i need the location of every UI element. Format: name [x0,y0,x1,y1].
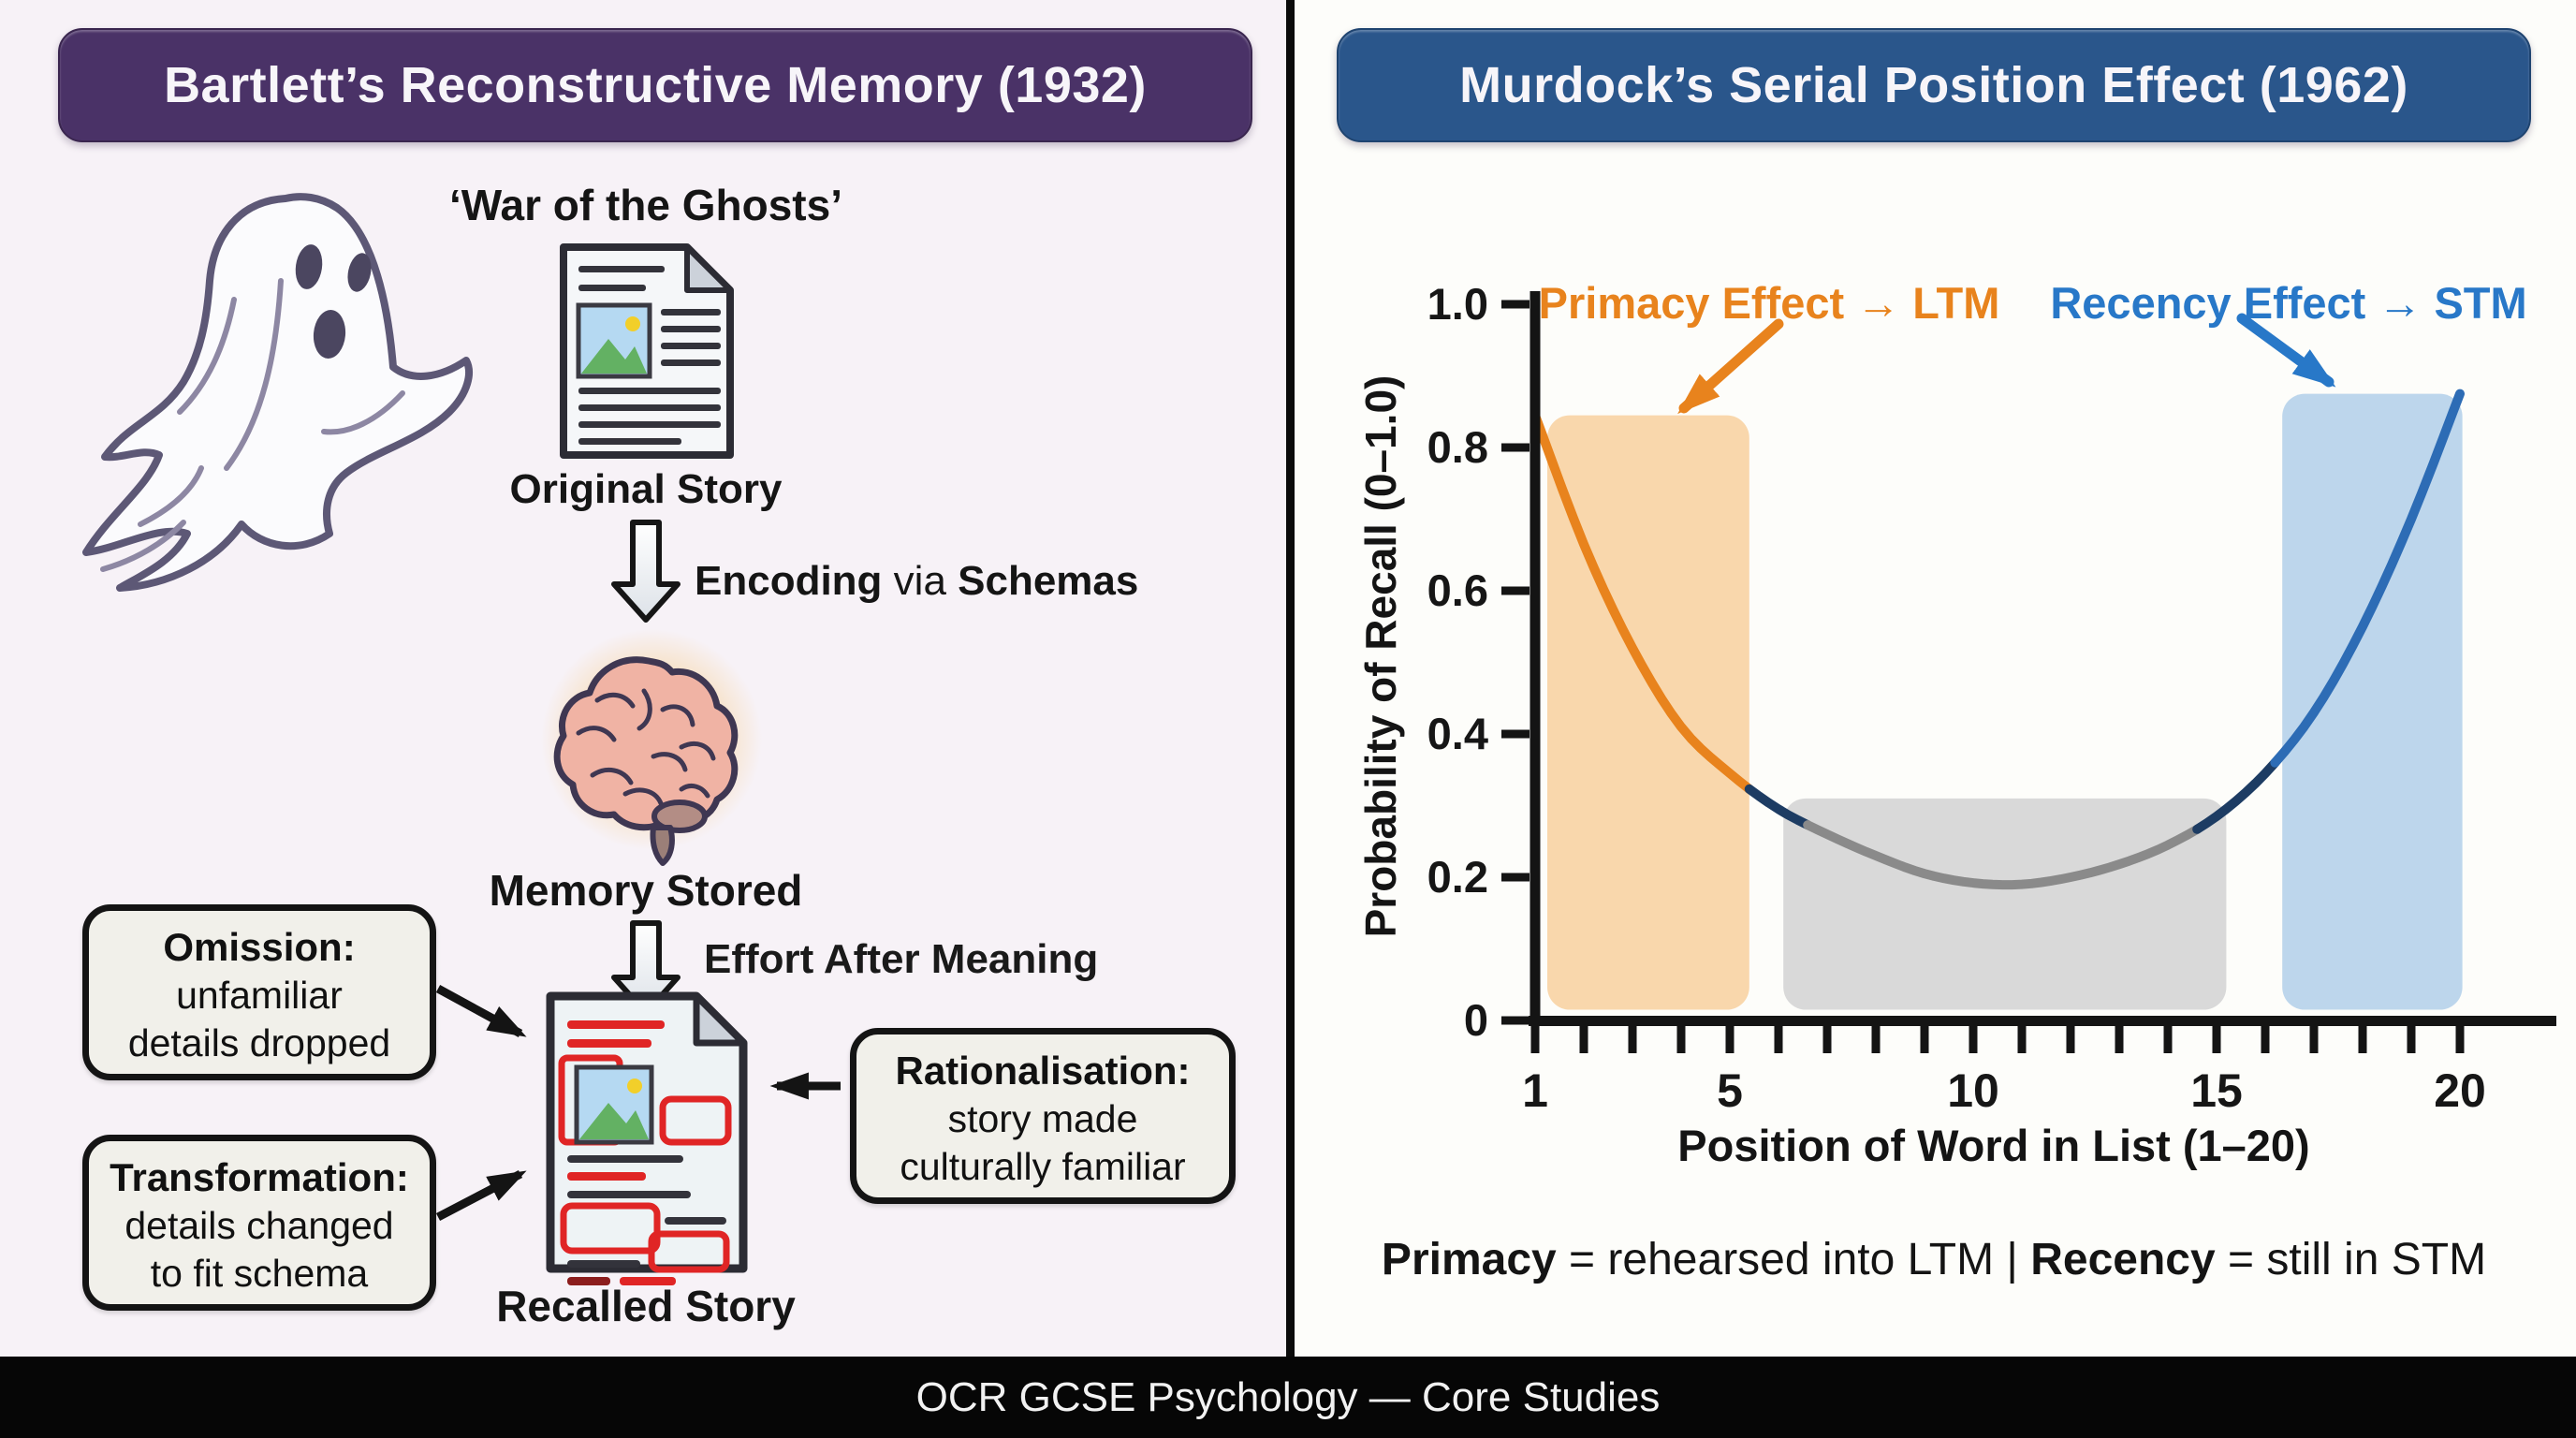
down-arrow-icon [611,520,681,623]
y-tick [1501,443,1530,452]
x-tick [2212,1025,2221,1053]
middle-band [1783,798,2227,1010]
x-tick-label: 20 [2434,1064,2486,1117]
original-story-label: Original Story [509,466,783,512]
omission-line1: unfamiliar [176,974,343,1018]
primacy-annotation: Primacy Effect → LTM [1538,278,2000,328]
transformation-callout: Transformation: details changed to fit s… [82,1135,436,1311]
document-image-placeholder [576,302,652,379]
footer-bar: OCR GCSE Psychology — Core Studies [0,1357,2576,1438]
x-tick-label: 15 [2190,1064,2243,1117]
x-tick [1969,1025,1978,1053]
y-tick-label: 0.8 [1427,422,1488,472]
right-title: Murdock’s Serial Position Effect (1962) [1459,57,2408,113]
recency-arrow [2236,313,2336,388]
recall-curve-segment [2192,757,2280,834]
left-title: Bartlett’s Reconstructive Memory (1932) [164,57,1147,113]
x-tick-label: 5 [1717,1064,1743,1117]
panel-divider [1286,0,1295,1357]
x-tick [2358,1025,2367,1053]
x-tick [2115,1025,2124,1053]
caption-text1: = rehearsed into LTM | [1556,1235,2031,1284]
omission-callout: Omission: unfamiliar details dropped [82,904,436,1080]
effort-after-meaning-label: Effort After Meaning [704,936,1099,982]
story-document-icon [560,243,734,459]
x-tick [1579,1025,1588,1053]
caption-primacy-bold: Primacy [1381,1235,1557,1284]
x-tick [1530,1025,1540,1053]
x-axis-title: Position of Word in List (1–20) [1677,1121,2310,1170]
recall-curve-segment [2270,389,2465,768]
left-title-banner: Bartlett’s Reconstructive Memory (1932) [58,28,1252,142]
recency-band [2282,393,2463,1010]
x-tick [1628,1025,1637,1053]
y-tick-label: 0 [1464,995,1488,1045]
x-tick [2066,1025,2075,1053]
y-axis [1530,291,1541,1026]
document-image-placeholder [574,1064,654,1145]
omission-title: Omission: [163,925,356,969]
annotated-story-document-icon [546,991,748,1285]
x-tick [2407,1025,2416,1053]
omission-line2: details dropped [127,1020,391,1064]
encoding-connector: via [882,558,959,604]
caption-recency-bold: Recency [2030,1235,2216,1284]
encoding-bold: Encoding [695,558,883,604]
brain-icon [541,629,762,866]
memory-stored-label: Memory Stored [489,866,803,915]
chart-caption: Primacy = rehearsed into LTM | Recency =… [1310,1234,2557,1285]
transformation-arrow [435,1170,527,1221]
y-tick [1501,586,1530,595]
omission-arrow [435,985,527,1037]
y-tick [1501,1016,1530,1025]
bartlett-diagram-art [82,193,841,1285]
y-tick-label: 0.2 [1427,852,1488,902]
recall-curve-segment [1530,410,1754,794]
primacy-arrow [1677,318,1784,415]
story-title: ‘War of the Ghosts’ [449,181,842,229]
y-tick-label: 0.6 [1427,565,1488,615]
x-tick [1920,1025,1929,1053]
encoding-step-label: Encoding via Schemas [695,558,1138,605]
x-tick [1774,1025,1783,1053]
x-tick [1676,1025,1686,1053]
x-tick [1871,1025,1881,1053]
rationalisation-line1: story made [947,1097,1138,1141]
footer-text: OCR GCSE Psychology — Core Studies [915,1373,1661,1420]
rationalisation-callout: Rationalisation: story made culturally f… [850,1028,1236,1204]
transformation-line1: details changed [124,1204,394,1248]
rationalisation-title: Rationalisation: [895,1049,1191,1093]
right-title-banner: Murdock’s Serial Position Effect (1962) [1337,28,2531,142]
y-tick [1501,873,1530,882]
x-axis [1529,1016,2556,1026]
transformation-title: Transformation: [110,1155,409,1199]
rationalisation-line2: culturally familiar [900,1144,1186,1188]
y-tick-label: 0.4 [1427,709,1488,758]
x-tick [1725,1025,1734,1053]
y-tick [1501,300,1530,309]
transformation-line2: to fit schema [150,1251,369,1295]
x-tick [1822,1025,1832,1053]
y-tick-label: 1.0 [1427,279,1488,329]
schemas-bold: Schemas [958,558,1139,604]
x-tick [2309,1025,2319,1053]
x-tick [2017,1025,2027,1053]
caption-text2: = still in STM [2215,1235,2487,1284]
recalled-story-label: Recalled Story [496,1282,796,1330]
recall-curve-segment [1744,784,1813,830]
recall-curve-segment [1803,820,2203,890]
x-tick-label: 1 [1522,1064,1548,1117]
x-tick [2163,1025,2173,1053]
y-tick [1501,729,1530,739]
ghost-icon [82,193,473,592]
x-tick [2455,1025,2465,1053]
recency-annotation: Recency Effect → STM [2050,278,2527,328]
x-tick [2261,1025,2270,1053]
y-axis-title: Probability of Recall (0–1.0) [1356,374,1405,938]
primacy-band [1547,415,1749,1010]
x-tick-label: 10 [1947,1064,1999,1117]
